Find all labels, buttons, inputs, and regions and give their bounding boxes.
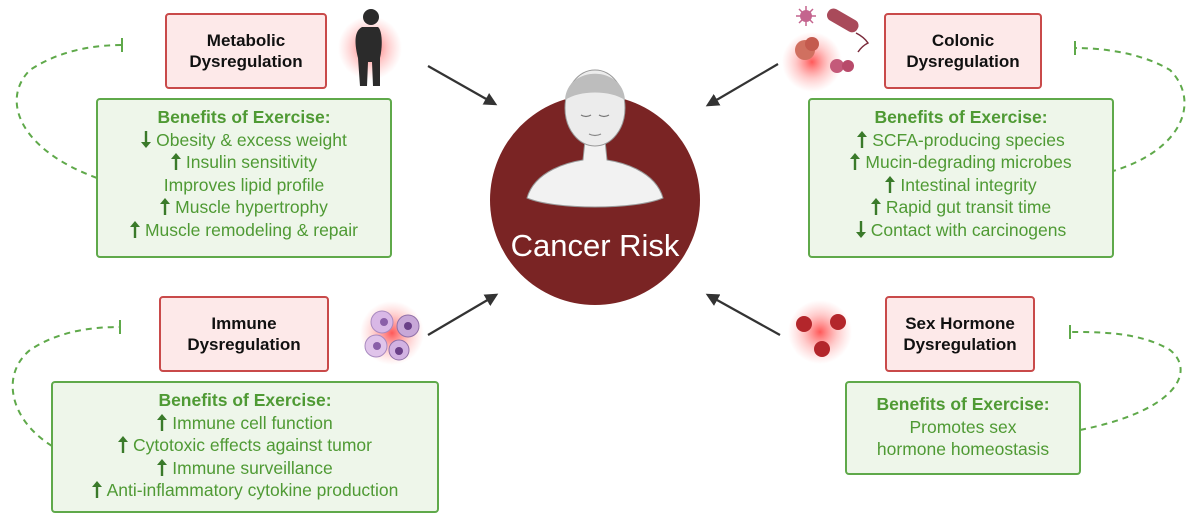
feedback-loop-colonic — [1074, 47, 1186, 173]
arrow-immune — [427, 293, 499, 336]
benefit-text: Anti-inflammatory cytokine production — [106, 480, 399, 501]
arrow-metabolic — [427, 65, 498, 106]
immune-title-box: Immune Dysregulation — [159, 296, 329, 372]
arrow-up-icon — [885, 175, 896, 193]
arrow-up-icon — [129, 220, 140, 238]
arrow-up-icon — [157, 413, 168, 431]
benefit-item: Intestinal integrity — [818, 174, 1104, 197]
benefit-item: Cytotoxic effects against tumor — [61, 434, 429, 457]
person-silhouette-icon — [355, 9, 382, 86]
benefit-item: Immune surveillance — [61, 457, 429, 480]
benefit-item: Immune cell function — [61, 412, 429, 435]
colonic-benefits-box: Benefits of Exercise: SCFA-producing spe… — [808, 98, 1114, 258]
benefit-item: Muscle remodeling & repair — [106, 219, 382, 242]
arrow-up-icon — [870, 198, 881, 216]
benefit-text: Muscle remodeling & repair — [144, 219, 358, 240]
benefit-item: Promotes sex — [855, 416, 1071, 439]
immune-benefits-box: Benefits of Exercise: Immune cell functi… — [51, 381, 439, 513]
arrow-hormone — [705, 293, 781, 336]
immune-title-line2: Dysregulation — [187, 335, 301, 354]
benefit-item: Muscle hypertrophy — [106, 196, 382, 219]
benefit-item: Rapid gut transit time — [818, 196, 1104, 219]
arrow-up-icon — [170, 153, 181, 171]
benefit-text: Cytotoxic effects against tumor — [133, 435, 372, 456]
benefit-text: Rapid gut transit time — [885, 197, 1052, 218]
benefit-item: Mucin-degrading microbes — [818, 151, 1104, 174]
hormone-title-line1: Sex Hormone — [905, 314, 1015, 333]
hormone-title-line2: Dysregulation — [903, 335, 1017, 354]
benefit-text: Immune surveillance — [172, 457, 333, 478]
benefit-text: Promotes sex — [909, 416, 1017, 437]
benefit-item: hormone homeostasis — [855, 438, 1071, 461]
immune-benefits-header: Benefits of Exercise: — [158, 390, 332, 410]
benefit-item: Contact with carcinogens — [818, 219, 1104, 242]
benefit-text: Immune cell function — [172, 412, 333, 433]
benefit-text: Obesity & excess weight — [156, 129, 347, 150]
arrow-down-icon — [855, 220, 866, 238]
hormone-molecules-icon — [796, 314, 846, 357]
benefit-text: Insulin sensitivity — [185, 152, 318, 173]
benefit-text: Contact with carcinogens — [870, 219, 1067, 240]
benefit-text: SCFA-producing species — [872, 129, 1065, 150]
colonic-title-box: Colonic Dysregulation — [884, 13, 1042, 89]
benefit-text: Mucin-degrading microbes — [865, 152, 1072, 173]
person-bust-icon — [526, 69, 664, 208]
colonic-title-line1: Colonic — [931, 31, 995, 50]
benefit-item: Insulin sensitivity — [106, 151, 382, 174]
benefit-item: SCFA-producing species — [818, 129, 1104, 152]
arrow-up-icon — [157, 458, 168, 476]
metabolic-title-line1: Metabolic — [206, 31, 286, 50]
colonic-benefits-header: Benefits of Exercise: — [874, 107, 1048, 127]
arrow-up-icon — [118, 436, 129, 454]
hormone-title-box: Sex Hormone Dysregulation — [885, 296, 1035, 372]
arrow-up-icon — [91, 481, 102, 499]
immune-cells-icon — [364, 310, 420, 361]
arrow-up-icon — [850, 153, 861, 171]
benefit-item: Anti-inflammatory cytokine production — [61, 479, 429, 502]
hormone-benefits-header: Benefits of Exercise: — [876, 394, 1050, 414]
benefit-text: Muscle hypertrophy — [175, 197, 328, 218]
arrow-up-icon — [160, 198, 171, 216]
arrow-colonic — [705, 63, 779, 107]
gut-microbes-icon — [795, 6, 870, 73]
metabolic-benefits-header: Benefits of Exercise: — [157, 107, 331, 127]
feedback-loop-immune — [11, 326, 121, 447]
colonic-title-line2: Dysregulation — [906, 52, 1020, 71]
feedback-loop-hormone — [1069, 331, 1182, 431]
arrow-down-icon — [141, 130, 152, 148]
feedback-loop-metabolic — [15, 44, 123, 179]
benefit-text: Intestinal integrity — [900, 174, 1037, 195]
metabolic-benefits-box: Benefits of Exercise: Obesity & excess w… — [96, 98, 392, 258]
benefit-item: Obesity & excess weight — [106, 129, 382, 152]
metabolic-title-box: Metabolic Dysregulation — [165, 13, 327, 89]
benefit-item: Improves lipid profile — [106, 174, 382, 197]
benefit-text: hormone homeostasis — [876, 439, 1050, 460]
immune-title-line1: Immune — [211, 314, 277, 333]
benefit-text: Improves lipid profile — [163, 174, 325, 195]
cancer-risk-label: Cancer Risk — [510, 228, 680, 263]
metabolic-title-line2: Dysregulation — [189, 52, 303, 71]
arrow-up-icon — [857, 130, 868, 148]
